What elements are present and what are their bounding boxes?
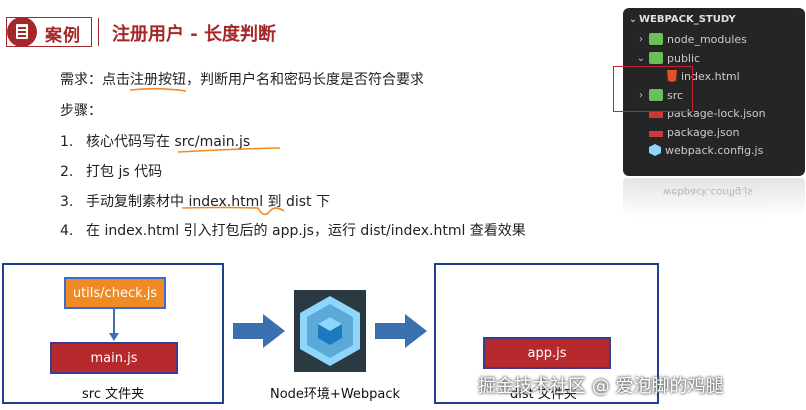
tree-item-label: public [667,51,701,65]
right-arrow [375,314,427,348]
step-item: 4. 在 index.html 引入打包后的 app.js，运行 dist/ind… [60,220,526,240]
highlight-box [613,66,693,112]
file-explorer: ⌄ WEBPACK_STUDY › node_modules ⌄ public … [623,8,805,176]
dist-folder-frame [434,263,659,404]
case-tag: 案例 [6,17,92,47]
step-item: 2. 打包 js 代码 [60,161,162,181]
explorer-header[interactable]: ⌄ WEBPACK_STUDY [627,14,736,25]
chevron-down-icon: ⌄ [628,14,638,25]
tree-item-webpack-config[interactable]: webpack.config.js [635,141,763,159]
tool-caption: Node环境+Webpack [270,387,401,402]
tree-item-src[interactable]: › src [635,86,683,104]
app-js-box: app.js [483,337,611,369]
title-divider [98,18,99,46]
tree-item-public[interactable]: ⌄ public [635,49,700,67]
explorer-title: WEBPACK_STUDY [639,14,736,25]
right-arrow [233,314,285,348]
page-title: 注册用户 - 长度判断 [112,24,277,45]
step-number: 1. [60,134,74,150]
step-text: 打包 js 代码 [86,164,163,180]
chevron-right-icon: › [639,89,643,101]
chevron-right-icon: › [639,33,643,45]
tree-item-package-lock[interactable]: package-lock.json [635,104,766,122]
document-icon [7,17,37,47]
step-number: 4. [60,223,74,239]
step-text: 手动复制素材中 index.html 到 dist 下 [86,194,331,210]
webpack-logo [294,290,366,372]
step-text: 在 index.html 引入打包后的 app.js，运行 dist/index… [86,223,526,239]
src-folder-caption: src 文件夹 [82,387,145,402]
tree-item-index-html[interactable]: index.html [653,67,740,85]
tree-item-label: webpack.config.js [665,143,764,157]
tree-item-label: node_modules [667,32,747,46]
folder-icon [649,89,663,101]
tree-item-label: package-lock.json [667,106,766,120]
down-arrow [109,309,119,341]
step-item: 3. 手动复制素材中 index.html 到 dist 下 [60,191,330,211]
step-number: 2. [60,164,74,180]
tree-item-label: src [667,88,684,102]
tree-item-label: package.json [667,125,740,139]
step-text: 核心代码写在 src/main.js [86,134,251,150]
step-number: 3. [60,194,74,210]
reflection-text: webpack.config.js [663,186,753,197]
case-label: 案例 [45,26,81,46]
html5-icon [667,70,677,82]
requirement-text: 需求：点击注册按钮，判断用户名和密码长度是否符合要求 [60,72,424,88]
json-icon [649,130,663,137]
explorer-reflection: webpack.config.js [623,178,805,218]
json-icon [649,111,663,118]
chevron-down-icon: ⌄ [636,52,646,64]
folder-open-icon [649,52,663,64]
webpack-icon [649,144,661,156]
step-item: 1. 核心代码写在 src/main.js [60,131,250,151]
tree-item-label: index.html [681,69,740,83]
folder-icon [649,33,663,45]
tree-item-package-json[interactable]: package.json [635,123,739,141]
check-js-box: utils/check.js [64,277,166,309]
steps-label: 步骤： [60,103,102,119]
main-js-box: main.js [50,342,178,374]
watermark: 掘金技术社区 @ 爱泡脚的鸡腿 [478,376,724,397]
dist-folder-caption: dist 文件夹 [510,387,577,402]
tree-item-node-modules[interactable]: › node_modules [635,30,747,48]
